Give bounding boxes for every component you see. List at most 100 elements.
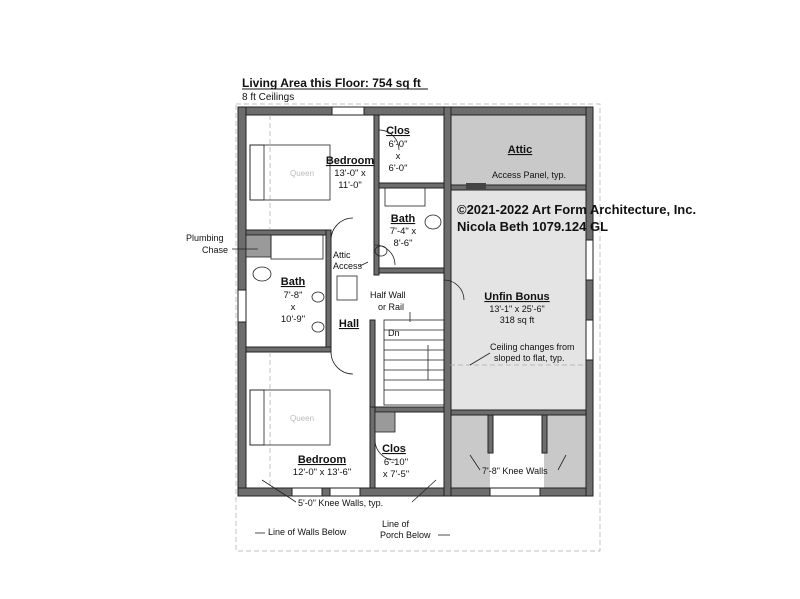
bath-right-dim1: 7'-4" x <box>390 226 417 237</box>
bedroom-top-dim1: 13'-0" x <box>334 168 366 179</box>
wall-bedroom-top-bottom <box>245 229 332 236</box>
plumbing-chase-label-2: Chase <box>202 245 228 255</box>
half-wall-label-1: Half Wall <box>370 290 406 300</box>
walls-below-outline <box>235 103 601 552</box>
closet-bottom-dim1: 6'-10" <box>384 457 408 468</box>
knee-alcove-left <box>487 414 494 454</box>
bedroom-bottom-name: Bedroom <box>298 454 347 466</box>
bedroom-top-name: Bedroom <box>326 155 375 167</box>
closet-bottom-name: Clos <box>382 443 406 455</box>
sink-left-2 <box>311 321 325 333</box>
floor-area-title: Living Area this Floor: 754 sq ft <box>242 76 421 90</box>
unfin-bonus-dim1: 13'-1" x 25'-6" <box>489 304 544 314</box>
knee-walls-right-leader-1 <box>469 454 481 471</box>
door-swing-closet-bottom <box>374 439 396 461</box>
door-swing-bedroom-bottom <box>330 351 354 375</box>
knee-wall-area-left <box>450 412 490 488</box>
attic-access-leader <box>359 261 369 267</box>
window-top <box>331 106 365 116</box>
stair-down-label: Dn <box>388 328 400 338</box>
attic-area <box>450 115 586 187</box>
bath-left-name: Bath <box>281 276 306 288</box>
wall-bonus-bottom <box>450 409 587 416</box>
bedroom-bottom-dim1: 12'-0" x 13'-6" <box>293 467 351 478</box>
wall-closet-bottom-left <box>369 406 376 489</box>
window-bottom-2 <box>329 487 361 497</box>
knee-walls-bottom-leader-2 <box>411 479 437 503</box>
half-wall-label-2: or Rail <box>378 302 404 312</box>
bed-bottom-headboard <box>249 389 265 446</box>
stairs <box>383 319 445 406</box>
wall-closet-left <box>373 114 380 276</box>
attic-name: Attic <box>508 144 532 156</box>
window-bottom-1 <box>291 487 323 497</box>
bath-left-dim1: 7'-8" <box>284 290 303 301</box>
knee-walls-right-leader-2 <box>557 454 567 471</box>
closet-top-dim1: 6'-0" <box>389 139 408 150</box>
bed-top-headboard <box>249 144 265 201</box>
wall-attic-divider <box>450 184 587 191</box>
exterior-wall-right <box>585 106 594 497</box>
tub-right <box>384 187 426 207</box>
knee-wall-area-right <box>544 412 586 488</box>
door-swing-bonus <box>443 279 465 301</box>
knee-walls-right-label: 7'-8" Knee Walls <box>482 466 548 476</box>
plumbing-chase-label-1: Plumbing <box>186 233 224 243</box>
bath-left-dim3: 10'-9" <box>281 314 305 325</box>
walls-below-label: Line of Walls Below <box>268 527 347 537</box>
knee-walls-bottom-leader-1 <box>261 479 297 503</box>
attic-access-label-2: Access <box>333 261 363 271</box>
door-swing-closet <box>378 129 400 151</box>
sink-left-1 <box>311 291 325 303</box>
door-swing-bath-right <box>374 244 396 266</box>
unfin-bonus-name: Unfin Bonus <box>484 291 549 303</box>
bath-right-name: Bath <box>391 213 416 225</box>
exterior-wall-top <box>237 106 594 116</box>
porch-below-label-2: Porch Below <box>380 530 431 540</box>
plumbing-chase-bottom <box>374 411 396 433</box>
wall-closet-bottom-top <box>369 406 445 413</box>
knee-walls-bottom-label: 5'-0" Knee Walls, typ. <box>298 498 383 508</box>
ceiling-change-leader <box>469 352 491 366</box>
ceiling-height-note: 8 ft Ceilings <box>242 92 294 103</box>
wall-stair-left <box>369 319 376 411</box>
bed-top-label: Queen <box>290 169 314 178</box>
attic-access-hatch <box>336 275 358 301</box>
wall-closet-bottom <box>378 182 445 189</box>
closet-top-dim3: 6'-0" <box>389 163 408 174</box>
bath-left-dim2: x <box>291 302 296 313</box>
attic-access-label-1: Attic <box>333 250 351 260</box>
knee-alcove-right <box>541 414 548 454</box>
wall-bedroom-bottom-top <box>245 346 332 353</box>
stair-treads <box>384 329 444 391</box>
hall-name: Hall <box>339 318 359 330</box>
bed-bottom-label: Queen <box>290 414 314 423</box>
bedroom-top-dim2: 11'-0" <box>338 180 362 191</box>
window-bonus-bottom <box>489 487 541 497</box>
copyright-line-2: Nicola Beth 1079.124 GL <box>457 219 608 234</box>
unfin-bonus-dim2: 318 sq ft <box>500 315 535 325</box>
bath-right-dim2: 8'-6" <box>394 238 413 249</box>
access-panel-label: Access Panel, typ. <box>492 170 566 180</box>
unfin-bonus-area <box>450 190 586 412</box>
closet-bottom-dim2: x 7'-5" <box>383 469 409 480</box>
toilet-right <box>424 214 442 230</box>
plumbing-chase-box <box>245 234 272 258</box>
door-swing-bedroom-top <box>330 217 354 241</box>
ceiling-change-label-2: sloped to flat, typ. <box>494 353 565 363</box>
closet-top-name: Clos <box>386 125 410 137</box>
wall-bath-left-right <box>325 229 332 351</box>
wall-bath-right-bottom <box>378 267 445 274</box>
ceiling-change-label-1: Ceiling changes from <box>490 342 575 352</box>
window-right-1 <box>585 239 594 281</box>
shower-left <box>270 234 324 260</box>
closet-top-dim2: x <box>396 151 401 162</box>
copyright-line-1: ©2021-2022 Art Form Architecture, Inc. <box>457 202 696 217</box>
toilet-left <box>252 266 272 282</box>
wall-bonus-divider <box>443 106 452 497</box>
access-panel-marker <box>466 183 486 189</box>
porch-below-label-1: Line of <box>382 519 410 529</box>
window-left <box>237 289 247 323</box>
